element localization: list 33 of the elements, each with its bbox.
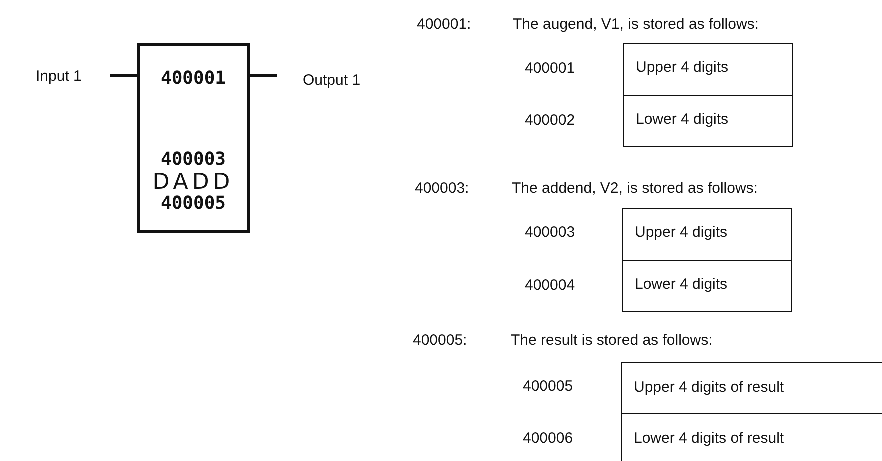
- cell-text: Lower 4 digits: [636, 111, 729, 129]
- register-address: 400004: [525, 277, 576, 295]
- cell-text: Upper 4 digits: [636, 59, 729, 77]
- cell-text: Lower 4 digits: [635, 276, 728, 294]
- register-address: 400005:: [413, 332, 468, 350]
- cell-text: Upper 4 digits: [635, 224, 728, 242]
- description-text: The addend, V2, is stored as follows:: [512, 180, 758, 198]
- block-text: 400003: [160, 149, 228, 170]
- register-address: 400001:: [417, 16, 472, 34]
- block-text: DADD: [152, 170, 236, 195]
- connection-line: [250, 74, 277, 78]
- register-cell: [623, 95, 793, 147]
- register-address: 400006: [523, 430, 574, 448]
- register-cell: [621, 362, 882, 414]
- register-cell: [623, 43, 793, 96]
- block-text: 400001: [160, 68, 228, 89]
- cell-text: Lower 4 digits of result: [634, 430, 784, 448]
- connection-line: [110, 74, 137, 78]
- description-text: The result is stored as follows:: [511, 332, 713, 350]
- description-text: The augend, V1, is stored as follows:: [513, 16, 759, 34]
- input-label: Input 1: [36, 65, 110, 89]
- register-cell: [621, 413, 882, 461]
- register-address: 400002: [525, 112, 576, 130]
- register-address: 400005: [523, 378, 574, 396]
- register-address: 400003: [525, 224, 576, 242]
- register-cell: [622, 208, 792, 261]
- output-label: Output 1: [277, 69, 369, 93]
- cell-text: Upper 4 digits of result: [634, 379, 784, 397]
- register-address: 400001: [525, 60, 576, 78]
- register-cell: [622, 260, 792, 312]
- register-address: 400003:: [415, 180, 470, 198]
- block-text: 400005: [160, 193, 228, 214]
- function-block: [137, 43, 250, 233]
